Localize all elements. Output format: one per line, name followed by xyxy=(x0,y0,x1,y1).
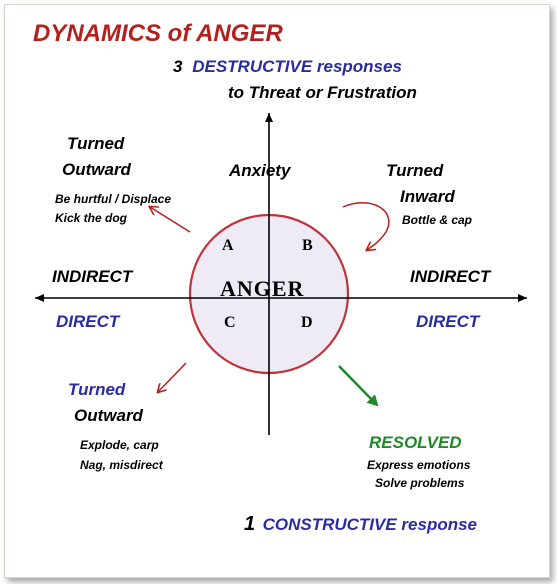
resolved-item2: Solve problems xyxy=(375,476,465,490)
top-left-item2: Kick the dog xyxy=(55,211,128,225)
resolved-heading: RESOLVED xyxy=(369,433,462,452)
top-left-heading-line2: Outward xyxy=(62,160,131,179)
constructive-footer: 1 CONSTRUCTIVE response xyxy=(244,513,477,536)
top-right-heading-line1: Turned xyxy=(386,161,444,180)
destructive-subtitle: to Threat or Frustration xyxy=(228,83,417,102)
bottom-left-item1: Explode, carp xyxy=(80,438,159,452)
arrow-to-resolved xyxy=(338,365,379,407)
quadrant-b-label: B xyxy=(302,237,313,254)
top-right-heading-line2: Inward xyxy=(400,187,455,206)
bottom-left-item2: Nag, misdirect xyxy=(80,458,163,472)
quadrant-c-label: C xyxy=(224,314,236,331)
constructive-count: 1 xyxy=(244,513,256,535)
arrow-to-turned-outward-top xyxy=(150,207,191,233)
bottom-left-heading-line2: Outward xyxy=(74,406,143,425)
bottom-left-heading-line1: Turned xyxy=(68,380,126,399)
axis-left-indirect: INDIRECT xyxy=(52,267,133,286)
axis-right-direct: DIRECT xyxy=(416,312,480,331)
diagram-title: DYNAMICS of ANGER xyxy=(33,20,283,47)
quadrant-d-label: D xyxy=(301,314,313,331)
destructive-count: 3 xyxy=(173,57,183,76)
destructive-header: 3 DESTRUCTIVE responses xyxy=(173,57,402,77)
axis-left-direct: DIRECT xyxy=(56,312,120,331)
arrow-to-turned-outward-bottom xyxy=(158,362,187,392)
top-left-heading-line1: Turned xyxy=(67,134,125,153)
anxiety-label: Anxiety xyxy=(229,161,291,180)
arrow-to-turned-inward xyxy=(342,202,390,250)
top-right-item1: Bottle & cap xyxy=(402,213,473,227)
quadrant-a-label: A xyxy=(222,237,234,254)
constructive-label: CONSTRUCTIVE response xyxy=(262,515,478,534)
destructive-label: DESTRUCTIVE responses xyxy=(192,57,402,76)
axis-right-indirect: INDIRECT xyxy=(410,267,491,286)
resolved-item1: Express emotions xyxy=(367,458,471,472)
top-left-item1: Be hurtful / Displace xyxy=(55,192,172,206)
anger-center-label: ANGER xyxy=(220,276,305,301)
